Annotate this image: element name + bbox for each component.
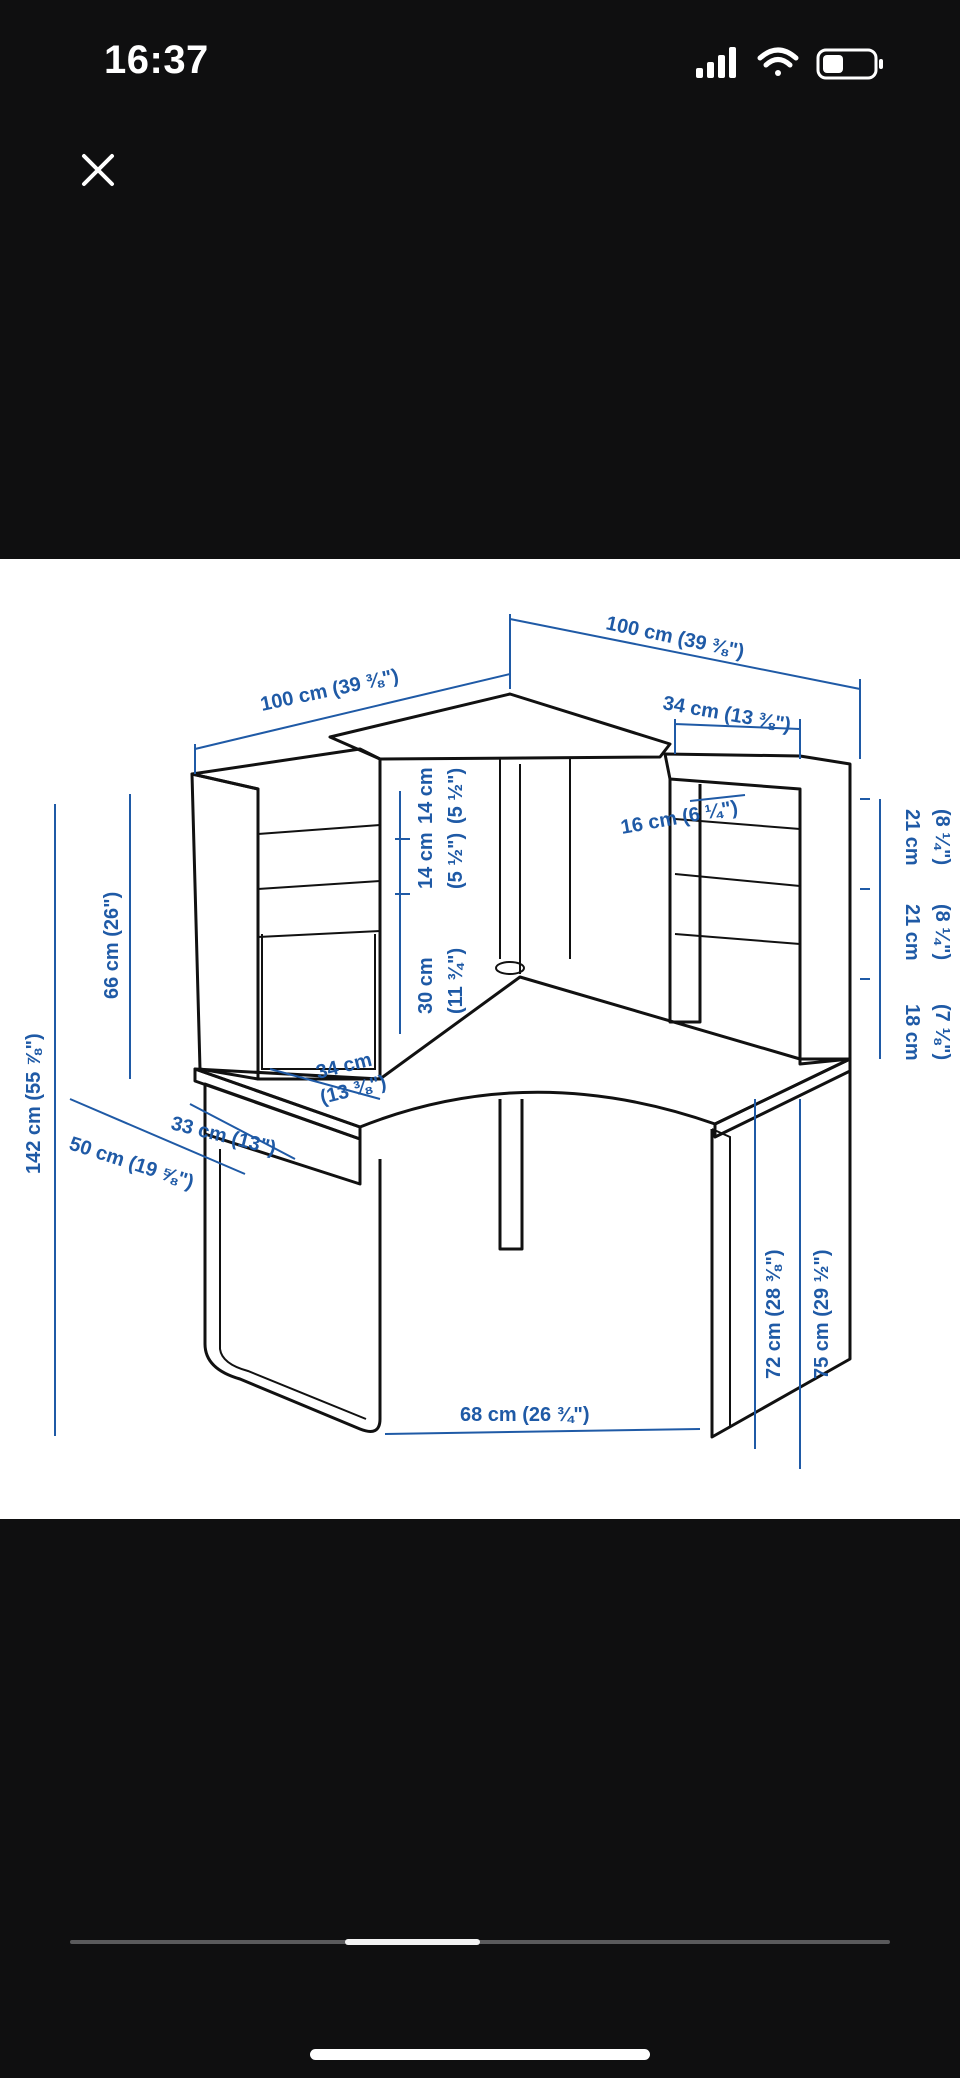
- label-desk-height: 75 cm (29 ½"): [811, 1249, 833, 1379]
- label-left-shelf-3-in: (11 ¾"): [445, 948, 467, 1014]
- label-left-shelf-2-in: (5 ½"): [445, 768, 467, 824]
- product-dimension-image[interactable]: 100 cm (39 ⅜") 100 cm (39 ⅜") 34 cm (13 …: [0, 559, 960, 1519]
- wifi-icon: [757, 47, 799, 76]
- label-left-shelf-3-cm: 30 cm: [415, 957, 437, 1014]
- battery-icon: [816, 48, 883, 80]
- label-right-shelf-3-cm: 18 cm: [901, 1004, 923, 1061]
- label-knee-height: 72 cm (28 ⅜"): [763, 1249, 785, 1379]
- label-right-shelf-1-cm: 21 cm: [901, 809, 923, 866]
- label-right-shelf-width: 34 cm (13 ⅜"): [661, 692, 792, 736]
- label-left-shelf-1-in: (5 ½"): [445, 833, 467, 889]
- desk-drawing: [190, 692, 852, 1439]
- label-hutch-height: 66 cm (26"): [101, 892, 123, 999]
- close-icon: [82, 154, 114, 186]
- label-left-shelf-1-cm: 14 cm: [415, 832, 437, 889]
- label-right-shelf-3-in: (7 ⅛"): [931, 1004, 953, 1060]
- status-bar: 16:37: [0, 0, 960, 130]
- home-indicator[interactable]: [310, 2049, 650, 2060]
- image-pager[interactable]: [70, 1939, 890, 1945]
- desk-diagram: 100 cm (39 ⅜") 100 cm (39 ⅜") 34 cm (13 …: [23, 612, 953, 1469]
- image-pager-thumb[interactable]: [345, 1939, 480, 1945]
- label-left-shelf-2-cm: 14 cm: [415, 767, 437, 824]
- status-icons: [696, 47, 883, 80]
- label-top-right-width: 100 cm (39 ⅜"): [604, 612, 746, 663]
- signal-icon: [696, 47, 736, 78]
- label-desk-depth-outer: 50 cm (19 ⅝"): [66, 1133, 196, 1194]
- label-leg-gap: 68 cm (26 ¾"): [460, 1404, 590, 1426]
- close-button[interactable]: [76, 148, 120, 192]
- label-total-height: 142 cm (55 ⅞"): [23, 1033, 45, 1174]
- label-right-shelf-1-in: (8 ¼"): [931, 809, 953, 865]
- label-right-shelf-2-cm: 21 cm: [901, 904, 923, 961]
- status-time: 16:37: [104, 38, 209, 82]
- label-desk-depth-inner: 33 cm (13"): [169, 1113, 278, 1160]
- label-right-shelf-2-in: (8 ¼"): [931, 904, 953, 960]
- dimension-lines: [54, 614, 881, 1469]
- label-right-shelf-depth: 16 cm (6 ¼"): [619, 797, 739, 839]
- dimension-labels: 100 cm (39 ⅜") 100 cm (39 ⅜") 34 cm (13 …: [23, 612, 953, 1426]
- label-top-left-width: 100 cm (39 ⅜"): [258, 665, 400, 716]
